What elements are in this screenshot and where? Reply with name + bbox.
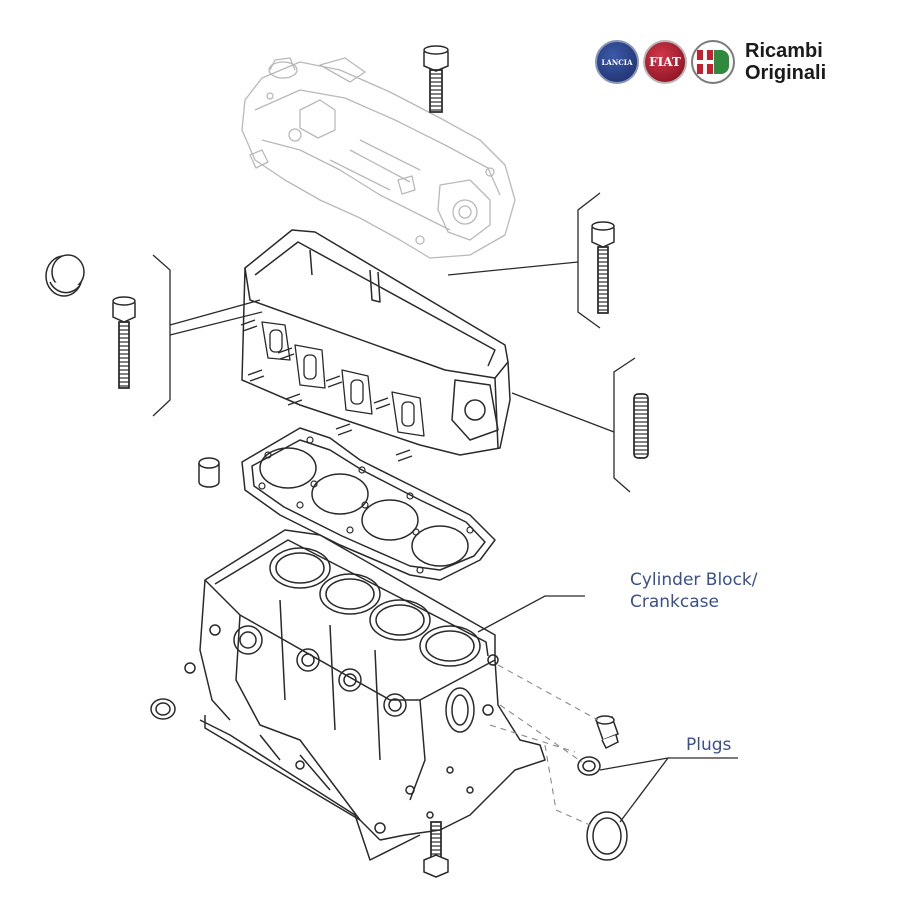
callout-cylinder-block: Cylinder Block/ Crankcase xyxy=(630,569,758,613)
callout-cylinder-block-line2: Crankcase xyxy=(630,592,719,612)
callout-plugs: Plugs xyxy=(686,735,732,755)
cylinder-head xyxy=(240,229,511,462)
leader-lines xyxy=(152,192,738,823)
exhaust-stud xyxy=(633,393,649,459)
cylinder-head-cover xyxy=(241,57,516,259)
head-gasket xyxy=(241,427,496,581)
alfa-romeo-logo xyxy=(691,40,735,84)
plug-block-cup xyxy=(150,698,176,720)
head-cover-bolt xyxy=(423,45,449,113)
brand-logo-group: LANCIA FIAT Ricambi Originali xyxy=(595,40,826,84)
plug-threaded xyxy=(595,715,619,750)
dowel-sleeve xyxy=(198,457,220,488)
brand-text-line2: Originali xyxy=(745,62,827,84)
plug-large-cup xyxy=(586,811,628,861)
fiat-logo: FIAT xyxy=(643,40,687,84)
brand-text: Ricambi Originali xyxy=(745,40,826,84)
lancia-logo: LANCIA xyxy=(595,40,639,84)
assembly-dashed-lines xyxy=(489,664,599,826)
brand-text-line1: Ricambi xyxy=(745,40,823,62)
cap-seal-left xyxy=(45,254,85,297)
plug-small-cup xyxy=(577,756,601,776)
head-bolt-right xyxy=(591,221,615,314)
cylinder-block xyxy=(184,529,546,861)
callout-cylinder-block-line1: Cylinder Block/ xyxy=(630,570,758,590)
head-bolt-left xyxy=(112,296,136,389)
block-bolt-bottom xyxy=(423,821,449,878)
